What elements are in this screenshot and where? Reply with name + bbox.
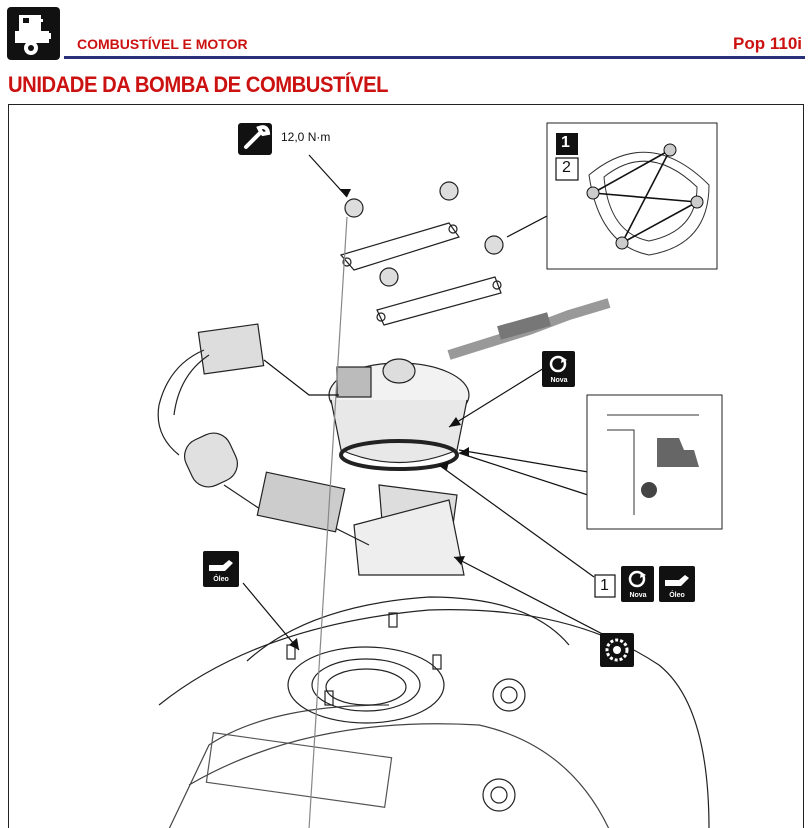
callout-step-label: 1 xyxy=(600,577,609,594)
oil-badge-text-callout: Óleo xyxy=(669,592,685,599)
sequence-step-1: 1 xyxy=(561,134,570,151)
wrench-badge xyxy=(238,123,272,155)
model-name: Pop 110i xyxy=(733,34,802,53)
oil-badge-text-left: Óleo xyxy=(213,576,229,583)
torque-spec: 12,0 N·m xyxy=(281,130,331,144)
special-tool-badge xyxy=(600,633,634,667)
new-badge-text-top: Nova xyxy=(550,377,568,384)
oil-badge-left xyxy=(203,551,239,587)
tightening-sequence-inset xyxy=(546,122,718,270)
fuel-pump-exploded-diagram: 12,0 N·m 1 2 1 Nova Nova Óleo Óleo xyxy=(8,104,804,828)
engine-section-icon xyxy=(7,7,60,60)
new-part-badge-top xyxy=(542,351,575,387)
header-divider xyxy=(64,56,805,59)
diagram-drawing xyxy=(157,122,723,828)
new-part-badge-callout xyxy=(621,566,654,602)
seal-detail-inset xyxy=(586,394,723,530)
section-title: COMBUSTÍVEL E MOTOR xyxy=(77,36,248,52)
new-badge-text-callout: Nova xyxy=(629,592,647,599)
page-title: UNIDADE DA BOMBA DE COMBUSTÍVEL xyxy=(8,72,389,97)
oil-badge-callout xyxy=(659,566,695,602)
sequence-step-2: 2 xyxy=(562,159,571,176)
